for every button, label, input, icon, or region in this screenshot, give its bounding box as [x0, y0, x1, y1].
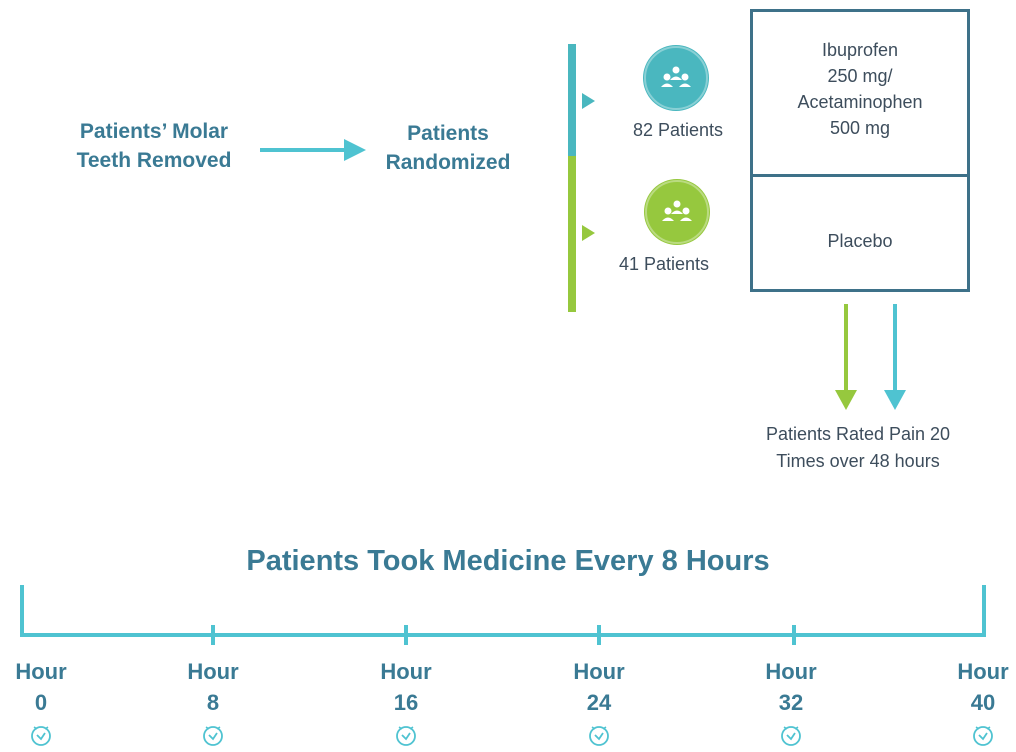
step-patients-randomized: Patients Randomized [358, 119, 538, 177]
clock-icon [31, 726, 51, 746]
treatment-line: Ibuprofen [821, 40, 899, 60]
triangle-pointer-teal [582, 93, 595, 109]
timeline-tick [211, 625, 215, 645]
hour-word: Hour [380, 659, 432, 684]
step-line-1: Patients’ Molar [79, 120, 229, 143]
hour-value: 0 [34, 690, 48, 715]
step-line-2: Randomized [385, 151, 511, 174]
hour-value: 32 [778, 690, 804, 715]
hour-word: Hour [765, 659, 817, 684]
randomization-bar-green [568, 156, 576, 312]
hour-value: 24 [586, 690, 612, 715]
timeline-end-left [20, 585, 24, 637]
timeline-title: Patients Took Medicine Every 8 Hours [246, 545, 770, 577]
hour-word: Hour [15, 659, 67, 684]
hour-value: 40 [970, 690, 996, 715]
clock-icon [396, 726, 416, 746]
step-patients-teeth-removed: Patients’ Molar Teeth Removed [44, 117, 264, 175]
hour-label: Hour 16 [366, 656, 446, 718]
treatment-line: Acetaminophen [797, 92, 923, 112]
hour-word: Hour [573, 659, 625, 684]
randomization-bar-teal [568, 44, 576, 156]
hour-word: Hour [187, 659, 239, 684]
arrow-down-teal [884, 304, 906, 410]
hour-label: Hour 40 [943, 656, 1016, 718]
group-icon [644, 179, 710, 245]
timeline-axis [20, 633, 986, 637]
timeline-end-right [982, 585, 986, 637]
hour-label: Hour 24 [559, 656, 639, 718]
clock-icon [973, 726, 993, 746]
outcome-text: Patients Rated Pain 20 Times over 48 hou… [728, 421, 988, 475]
step-line-2: Teeth Removed [76, 149, 232, 172]
clock-icon [589, 726, 609, 746]
group-count-label: 41 Patients [618, 254, 710, 274]
hour-value: 8 [206, 690, 220, 715]
treatment-active: Ibuprofen 250 mg/ Acetaminophen 500 mg [753, 37, 967, 141]
timeline-tick [404, 625, 408, 645]
treatment-line: 500 mg [829, 118, 891, 138]
treatment-box: Ibuprofen 250 mg/ Acetaminophen 500 mg P… [750, 9, 970, 292]
timeline-tick [597, 625, 601, 645]
outcome-line: Patients Rated Pain 20 [765, 424, 951, 444]
timeline-tick [792, 625, 796, 645]
triangle-pointer-green [582, 225, 595, 241]
flow-arrow [260, 139, 366, 161]
hour-label: Hour 32 [751, 656, 831, 718]
step-line-1: Patients [407, 122, 489, 145]
clock-icon [781, 726, 801, 746]
treatment-divider [753, 174, 967, 177]
group-count-label: 82 Patients [632, 120, 724, 140]
hour-label: Hour 8 [173, 656, 253, 718]
outcome-line: Times over 48 hours [776, 451, 940, 471]
treatment-placebo: Placebo [827, 231, 893, 251]
hour-word: Hour [957, 659, 1009, 684]
clock-icon [203, 726, 223, 746]
arrow-down-green [835, 304, 857, 410]
hour-value: 16 [393, 690, 419, 715]
treatment-line: 250 mg/ [827, 66, 893, 86]
hour-label: Hour 0 [1, 656, 81, 718]
group-icon [643, 45, 709, 111]
